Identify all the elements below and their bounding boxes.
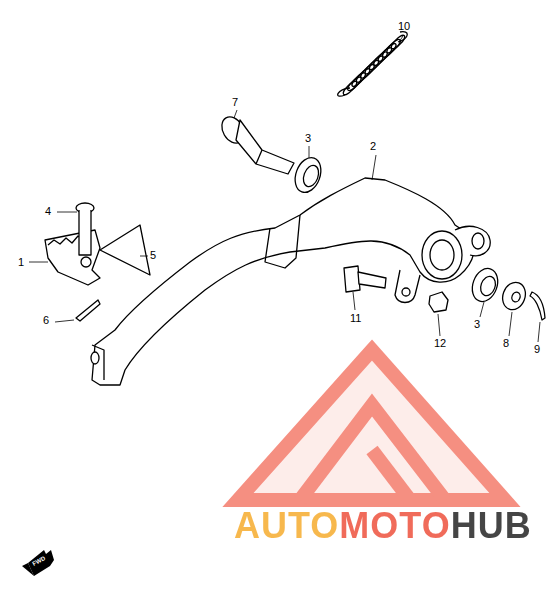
forward-icon [22, 550, 54, 576]
callout-number: 10 [398, 21, 410, 32]
callout-number: 6 [43, 315, 49, 326]
callout-number: 9 [534, 344, 540, 355]
callout-number: 11 [350, 313, 361, 324]
leader-lines [29, 36, 540, 342]
watermark: AUTOMOTOHUB [234, 508, 532, 544]
callout-number: 12 [434, 338, 446, 349]
callout-number: 8 [503, 338, 509, 349]
callout-number: 4 [45, 206, 51, 217]
brake-pedal-parts [45, 113, 545, 385]
callout-number: 7 [232, 97, 238, 108]
callout-number: 3 [305, 133, 311, 144]
callout-number: 1 [18, 257, 24, 268]
return-spring [338, 32, 408, 97]
callout-number: 2 [370, 141, 376, 152]
watermark-logo [238, 350, 505, 500]
callout-number: 3 [474, 319, 480, 330]
callout-number: 5 [150, 250, 156, 261]
